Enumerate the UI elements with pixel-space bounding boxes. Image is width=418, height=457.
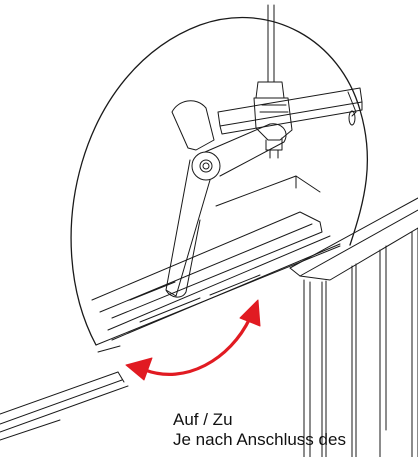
threaded-rod bbox=[267, 4, 275, 83]
connector-block bbox=[253, 81, 293, 159]
detail-circle bbox=[70, 16, 369, 346]
rail-bar bbox=[217, 87, 363, 135]
caption-line-2: Je nach Anschluss des bbox=[173, 430, 346, 449]
arrow-head-left bbox=[125, 357, 153, 381]
open-close-arrow bbox=[125, 299, 261, 381]
caption-line-1: Auf / Zu bbox=[173, 410, 233, 429]
window-frame bbox=[0, 197, 418, 457]
caption: Auf / Zu Je nach Anschluss des bbox=[173, 410, 346, 450]
arrow-head-right bbox=[239, 299, 261, 327]
guide-channel bbox=[91, 175, 341, 341]
lever-arm bbox=[165, 100, 287, 298]
